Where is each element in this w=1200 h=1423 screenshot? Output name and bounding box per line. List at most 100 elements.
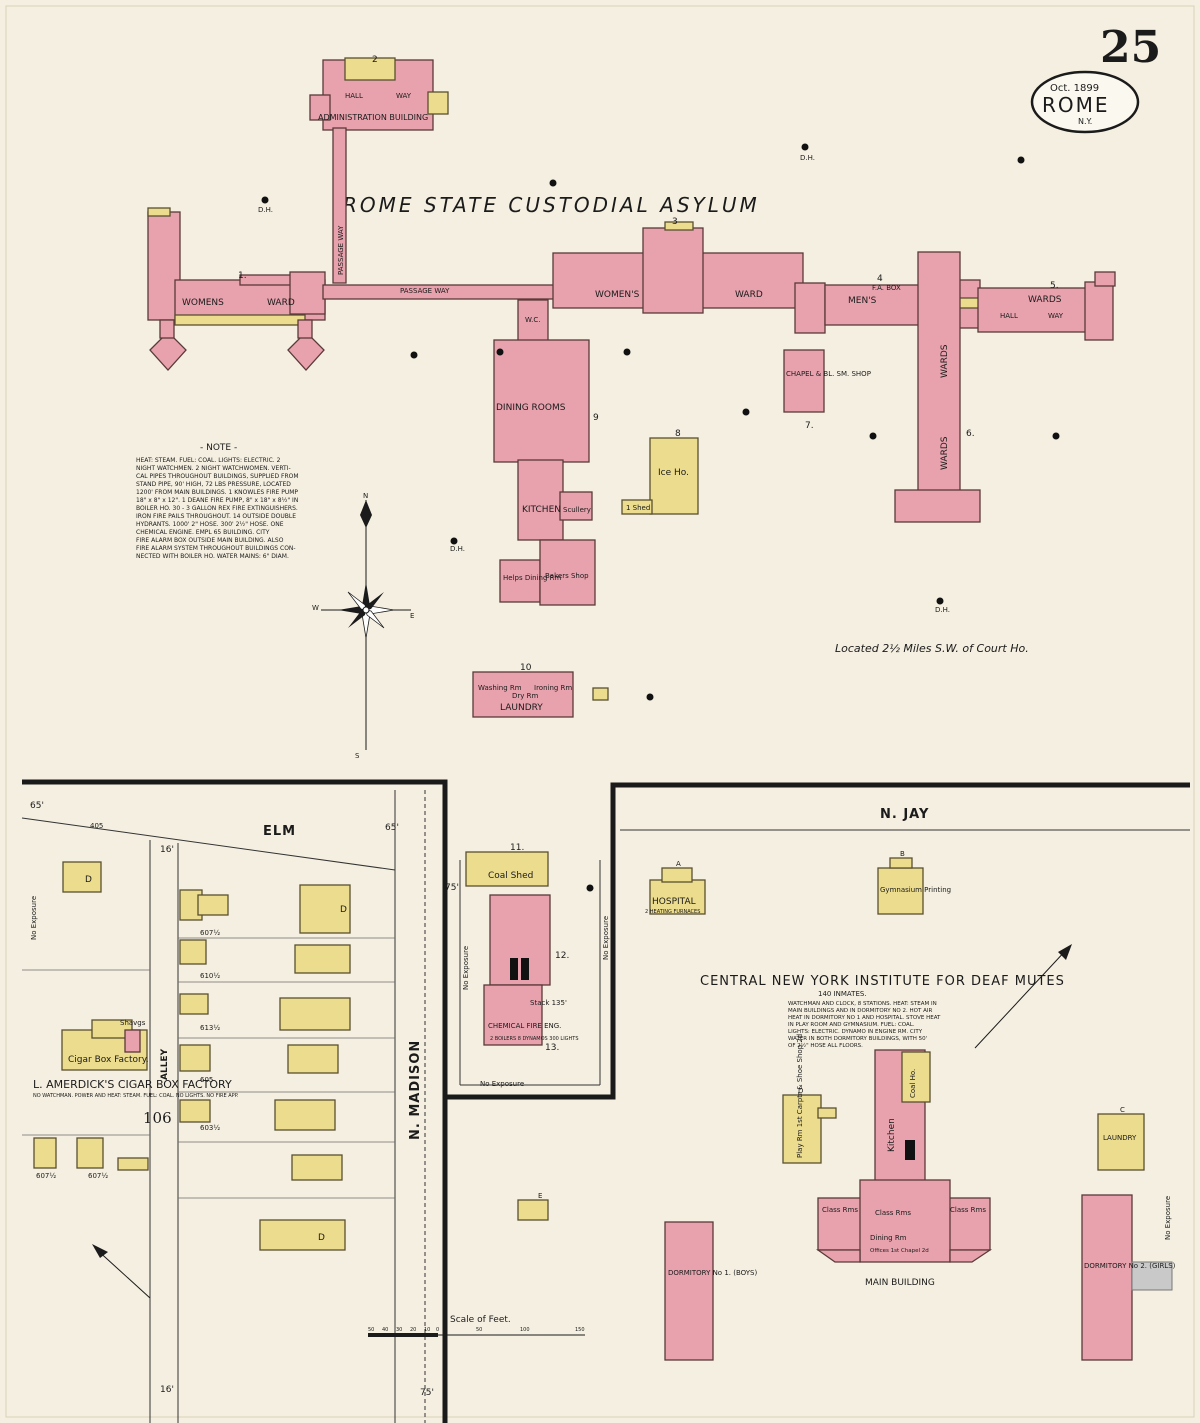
wc-label: W.C. — [525, 316, 540, 324]
dorm1-label: DORMITORY No 1. (BOYS) — [668, 1269, 757, 1277]
laundry: Washing Rm Ironing Rm Dry Rm LAUNDRY — [472, 671, 609, 718]
scale-tick-7: 100 — [520, 1327, 530, 1333]
boiler-label: 2 BOILERS 8 DYNAMOS 300 LIGHTS — [490, 1036, 579, 1042]
dh-label-4: D.H. — [935, 606, 950, 614]
width-16-b: 16' — [160, 1385, 174, 1395]
scale-tick-5: 0 — [436, 1327, 439, 1333]
width-16-a: 16' — [160, 845, 174, 855]
institute-laundry: LAUNDRY — [1097, 1113, 1145, 1171]
dwellings-left — [33, 861, 351, 1251]
note-line-2: NIGHT WATCHMEN. 2 NIGHT WATCHWOMEN. VERT… — [136, 465, 291, 472]
cigar-note: NO WATCHMAN. POWER AND HEAT: STEAM. FUEL… — [33, 1093, 239, 1099]
sheet-number: 25 — [1100, 22, 1161, 73]
letter-e: E — [538, 1192, 542, 1200]
main-dining: Dining Rm — [870, 1234, 907, 1242]
sheet-border — [5, 5, 1195, 1418]
scale-tick-8: 150 — [575, 1327, 585, 1333]
ironing-label: Ironing Rm — [534, 684, 572, 692]
dwelling-mark-3: D — [318, 1233, 325, 1243]
north-arrow-right — [974, 947, 1069, 1049]
inst-note-7: OF 2½" HOSE ALL FLOORS. — [788, 1042, 863, 1049]
compass-n: N — [363, 492, 368, 500]
shavings-label: Shavgs — [120, 1019, 146, 1027]
located-note: Located 2½ Miles S.W. of Court Ho. — [835, 642, 1029, 655]
passage-vertical — [332, 127, 347, 284]
boiler-house: Stack 135' CHEMICAL FIRE ENG. 2 BOILERS … — [483, 894, 579, 1046]
kitchen-label: KITCHEN — [522, 505, 561, 515]
gym-label: Gymnasium Printing — [880, 886, 951, 894]
wards-6-label-upper: WARDS — [940, 344, 950, 378]
no-exposure-left: No Exposure — [30, 896, 38, 940]
note-line-5: 1200' FROM MAIN BUILDINGS. 1 KNOWLES FIR… — [136, 489, 298, 496]
play-label: Play Rm 1st Carptr & Shoe Shop 2d — [796, 1034, 804, 1158]
compass-w: W — [312, 604, 319, 612]
laundry-label: LAUNDRY — [500, 703, 543, 713]
street-nmadison: N. MADISON — [408, 1040, 423, 1140]
compass-rose — [321, 500, 411, 750]
building-number-13: 13. — [545, 1043, 559, 1053]
asylum-note: - NOTE - HEAT: STEAM. FUEL: COAL. LIGHTS… — [136, 443, 299, 560]
inst-laundry-label: LAUNDRY — [1103, 1134, 1137, 1142]
main-class-right: Class Rms — [950, 1206, 986, 1214]
dorm2-label: DORMITORY No 2. (GIRLS) — [1084, 1262, 1176, 1270]
wards-6: WARDS WARDS — [894, 251, 981, 523]
scale-tick-6: 50 — [476, 1327, 482, 1333]
width-65-a: 65' — [30, 801, 44, 811]
coal-label: Coal Shed — [488, 871, 533, 881]
north-arrow-left-head — [92, 1244, 108, 1258]
coal-shed: Coal Shed — [465, 851, 549, 887]
dwelling-mark-1: D — [85, 875, 92, 885]
dining-rooms: DINING ROOMS W.C. — [493, 299, 590, 463]
building-number-1: 1. — [238, 271, 247, 281]
scale-tick-1: 40 — [382, 1327, 388, 1333]
compass-e: E — [410, 612, 414, 620]
note-line-9: HYDRANTS. 1000' 2" HOSE. 300' 2½" HOSE. … — [136, 521, 284, 528]
addr-2: 610½ — [200, 972, 220, 980]
passage-mens — [794, 282, 826, 334]
cigar-caption: L. AMERDICK'S CIGAR BOX FACTORY — [33, 1078, 232, 1091]
main-class-center: Class Rms — [875, 1209, 911, 1217]
no-exposure-center-right: No Exposure — [602, 916, 610, 960]
addr-4: 605 — [200, 1076, 213, 1084]
width-75-b: 75' — [420, 1388, 434, 1398]
street-njay: N. JAY — [880, 807, 929, 822]
letter-d: D — [798, 1087, 803, 1095]
admin-label: ADMINISTRATION BUILDING — [318, 113, 428, 122]
dormitory-2: DORMITORY No 2. (GIRLS) — [1081, 1194, 1176, 1361]
addr-7: 607½ — [88, 1172, 108, 1180]
inst-note-3: HEAT IN DORMITORY NO 1 AND HOSPITAL. STO… — [788, 1015, 941, 1021]
washing-label: Washing Rm — [478, 684, 522, 692]
main-offices: Offices 1st Chapel 2d — [870, 1248, 929, 1254]
street-lines — [21, 790, 1190, 1423]
width-75: 75' — [445, 883, 459, 893]
addr-6: 607½ — [36, 1172, 56, 1180]
building-number-12: 12. — [555, 951, 569, 961]
chapel-label: CHAPEL & BL. SM. SHOP — [786, 370, 871, 378]
institute-inmates: 140 INMATES. — [818, 990, 867, 998]
width-65-b: 65' — [385, 823, 399, 833]
letter-b: B — [900, 850, 905, 858]
north-arrow-left — [94, 1247, 151, 1299]
main-coal: Coal Ho. — [909, 1069, 917, 1098]
city-badge — [1030, 70, 1140, 134]
letter-a: A — [676, 860, 681, 868]
note-line-12: FIRE ALARM SYSTEM THROUGHOUT BUILDINGS C… — [136, 545, 296, 552]
hospital-label: HOSPITAL — [652, 897, 696, 907]
dining-label: DINING ROOMS — [496, 403, 566, 413]
street-elm: ELM — [263, 824, 296, 839]
stack-label: Stack 135' — [530, 999, 567, 1007]
note-title: - NOTE - — [200, 443, 237, 453]
womens-ward-1-label-a: WOMENS — [182, 298, 224, 308]
scale-tick-0: 50 — [368, 1327, 374, 1333]
womens-ward-3-label-a: WOMEN'S — [595, 290, 640, 300]
inst-note-5: LIGHTS: ELECTRIC. DYNAMO IN ENGINE RM. C… — [788, 1029, 923, 1035]
building-number-2: 2 — [372, 55, 378, 65]
property-boundary — [22, 779, 1190, 1100]
ice-house: Ice Ho. 1 Shed — [621, 437, 699, 515]
badge-date: Oct. 1899 — [1050, 83, 1099, 94]
womens-ward-1-label-b: WARD — [267, 298, 295, 308]
building-number-6: 6. — [966, 429, 975, 439]
womens-ward-1: WOMENS WARD — [147, 207, 326, 371]
